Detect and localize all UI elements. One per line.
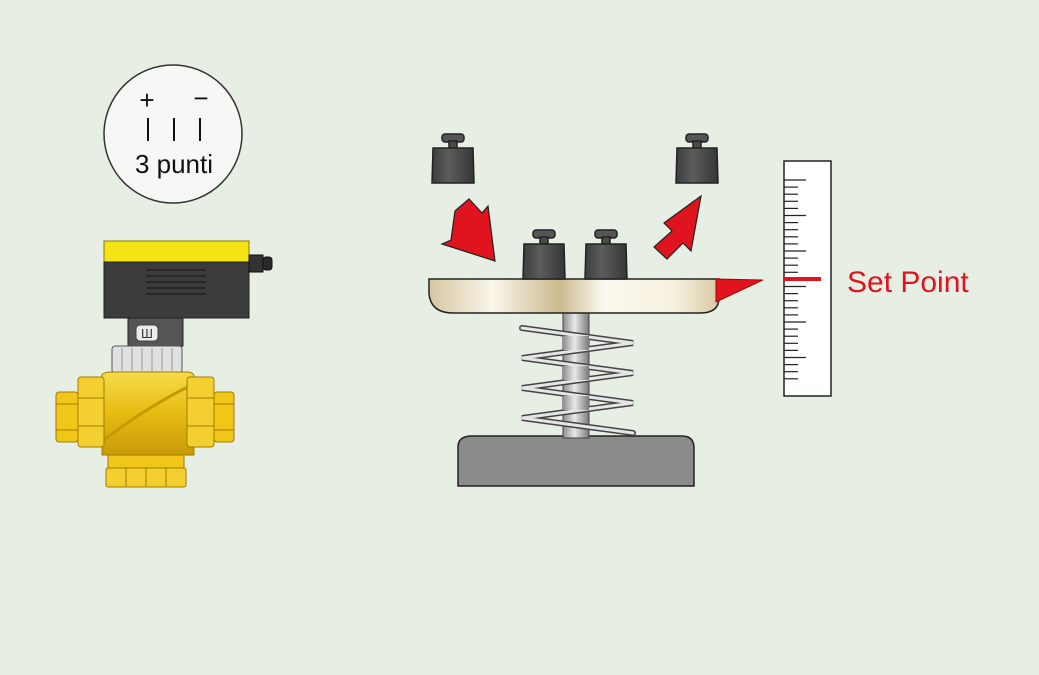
weight-icon bbox=[522, 229, 566, 280]
three-point-badge: + − 3 punti bbox=[103, 64, 243, 204]
scale-mechanism bbox=[428, 229, 764, 487]
plus-sign: + bbox=[139, 85, 154, 115]
weight-icon bbox=[675, 133, 719, 184]
svg-text:Ш: Ш bbox=[141, 326, 153, 341]
weight-icon bbox=[431, 133, 475, 184]
arrow-up-icon bbox=[653, 194, 702, 260]
weight-icon bbox=[584, 229, 628, 280]
scale-pointer bbox=[715, 278, 764, 303]
set-point-ruler bbox=[783, 160, 832, 397]
scale-base bbox=[457, 435, 695, 487]
arrow-down-icon bbox=[440, 198, 496, 262]
set-point-label: Set Point bbox=[847, 266, 969, 299]
badge-label: 3 punti bbox=[135, 149, 213, 179]
valve-actuator-icon: Ш bbox=[55, 240, 273, 488]
scale-plate bbox=[428, 278, 720, 314]
minus-sign: − bbox=[193, 83, 208, 113]
